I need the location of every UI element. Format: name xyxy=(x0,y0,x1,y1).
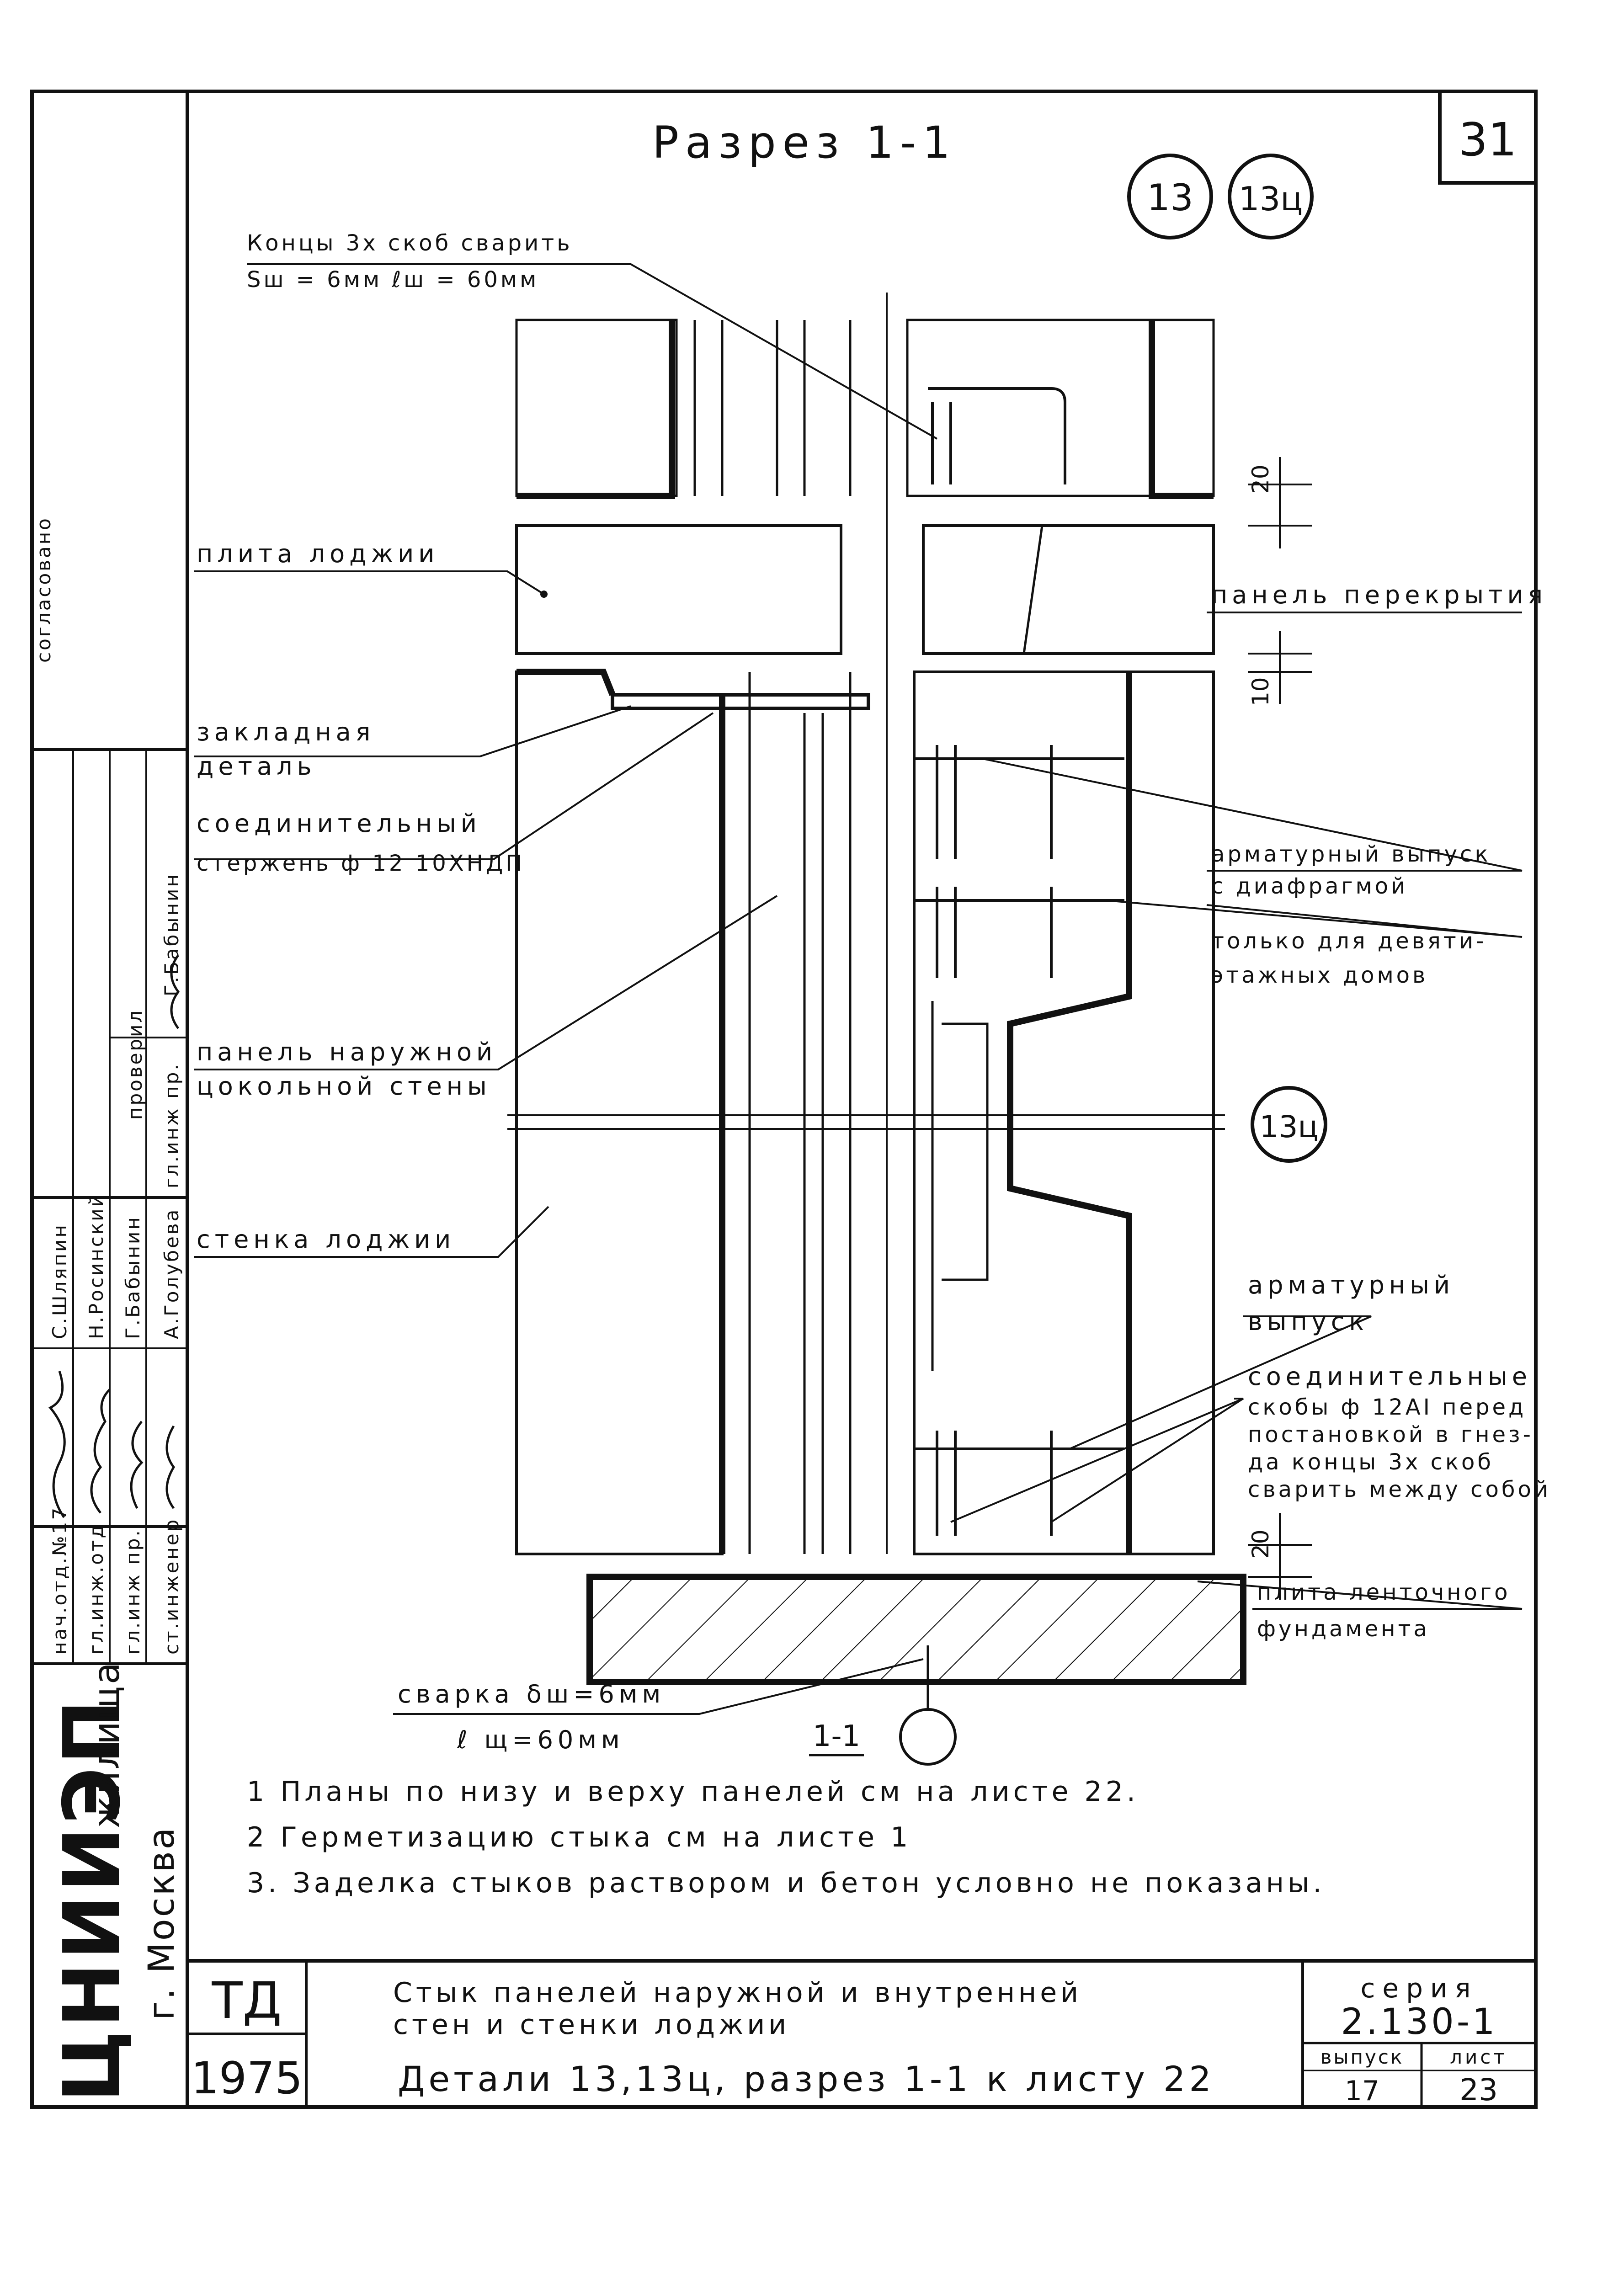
svg-text:1-1: 1-1 xyxy=(813,1719,861,1753)
callout-loggia-wall: стенка лоджии xyxy=(197,1225,455,1254)
signatures xyxy=(48,954,180,1518)
stamp-role-2: гл.инж.отд xyxy=(85,1523,107,1655)
loggia-slab xyxy=(515,524,842,655)
callout-connecting-brackets-1: соединительные xyxy=(1248,1362,1532,1391)
callout-rebar-outlet-1: арматурный выпуск xyxy=(1211,841,1491,867)
svg-text:13: 13 xyxy=(1147,176,1193,219)
td-code: ТД xyxy=(211,1971,282,2030)
org-name: ЦНИИЭП xyxy=(47,1697,138,2102)
callout-welding-2: ℓ щ=60мм xyxy=(457,1725,624,1754)
inner-wall-panel xyxy=(913,671,1215,1555)
embedded-part xyxy=(611,693,870,710)
note-3: 3. Заделка стыков раствором и бетон усло… xyxy=(247,1867,1325,1899)
callout-outer-panel-1: панель наружной xyxy=(197,1038,497,1066)
issue-label: выпуск xyxy=(1320,2046,1404,2068)
dimension-marks xyxy=(1248,457,1312,1600)
year: 1975 xyxy=(191,2053,303,2104)
rebar-brackets xyxy=(914,387,1124,1536)
callout-connecting-brackets-5: сварить между собой xyxy=(1248,1477,1551,1502)
stamp-name-2: Н.Росинский xyxy=(85,1192,107,1339)
strip-foundation xyxy=(586,1574,1246,1685)
callout-connecting-brackets-4: да концы 3х скоб xyxy=(1248,1449,1494,1475)
connecting-rod xyxy=(748,672,852,1554)
leader-lines xyxy=(194,263,1523,1715)
stamp-name-1: С.Шляпин xyxy=(48,1223,71,1339)
floor-panel xyxy=(922,524,1215,655)
series-label: серия xyxy=(1361,1973,1478,2004)
callout-welding-1: сварка δш=6мм xyxy=(398,1680,665,1708)
callout-rebar-outlet-2: с диафрагмой xyxy=(1211,873,1408,899)
dim-bottom: 20 xyxy=(1247,1529,1274,1559)
callout-connecting-rod-2: стержень ф 12 10ХНДП xyxy=(197,851,525,876)
stamp-name-4: А.Голубева xyxy=(160,1208,183,1339)
callout-connecting-rod-1: соединительный xyxy=(197,809,481,838)
svg-text:13ц: 13ц xyxy=(1239,180,1303,218)
callout-loggia-slab: плита лоджии xyxy=(197,539,439,568)
note-1: 1 Планы по низу и верху панелей см на ли… xyxy=(247,1776,1139,1808)
detail-marker-13c: 13ц xyxy=(1228,154,1314,239)
checker-role: гл.инж пр. xyxy=(160,1062,183,1188)
outer-basement-wall xyxy=(515,671,724,1555)
issue-value: 17 xyxy=(1345,2075,1379,2107)
callout-embedded-part-2: деталь xyxy=(197,752,316,781)
callout-strip-foundation-1: плита ленточного xyxy=(1257,1580,1511,1605)
detail-marker-13c-side: 13ц xyxy=(1251,1086,1327,1163)
org-city: г. Москва xyxy=(141,1826,182,2020)
sheet-value: 23 xyxy=(1459,2072,1498,2107)
upper-left-panel xyxy=(515,319,678,497)
callout-weld-brackets-1: Концы 3х скоб сварить xyxy=(247,230,572,256)
upper-joint-lines xyxy=(693,293,909,1554)
callout-floor-panel: панель перекрытия xyxy=(1211,580,1547,609)
callout-rebar-outlet-3: только для девяти- xyxy=(1211,928,1486,954)
stamp-name-3: Г.Бабынин xyxy=(122,1215,144,1339)
svg-text:13ц: 13ц xyxy=(1260,1109,1319,1144)
callout-embedded-part-1: закладная xyxy=(197,718,375,746)
callout-rebar-outlet-4: этажных домов xyxy=(1211,963,1428,988)
corner-number: 31 xyxy=(1459,113,1517,166)
corner-box xyxy=(1438,90,1538,185)
callout-connecting-brackets-3: постановкой в гнез- xyxy=(1248,1422,1533,1447)
callout-rebar-outlet2-1: арматурный xyxy=(1248,1271,1454,1299)
sheet-label: лист xyxy=(1450,2046,1507,2068)
callout-weld-brackets-2: Sш = 6мм ℓш = 60мм xyxy=(247,267,539,293)
section-title: Разрез 1-1 xyxy=(652,117,957,168)
title-line-1: Стык панелей наружной и внутренней xyxy=(393,1977,1082,2009)
detail-marker-13: 13 xyxy=(1127,154,1213,239)
title-line-2: стен и стенки лоджии xyxy=(393,2009,790,2041)
org-suffix: жилища xyxy=(86,1660,128,1828)
stamp-role-3: гл.инж пр. xyxy=(122,1528,144,1655)
callout-strip-foundation-2: фундамента xyxy=(1257,1616,1430,1642)
note-2: 2 Герметизацию стыка см на листе 1 xyxy=(247,1821,911,1853)
upper-right-panel xyxy=(906,319,1215,497)
stamp-role-4: ст.инженер xyxy=(160,1518,183,1655)
callout-outer-panel-2: цокольной стены xyxy=(197,1072,491,1101)
sheet-frame xyxy=(30,90,1538,2109)
dim-top: 20 xyxy=(1247,464,1274,494)
callout-rebar-outlet2-2: выпуск xyxy=(1248,1307,1368,1336)
approved-label: согласовано xyxy=(32,516,55,663)
callout-connecting-brackets-2: скобы ф 12АI перед xyxy=(1248,1394,1526,1420)
checked-label: проверил xyxy=(124,1009,146,1120)
section-mark: 1-1 xyxy=(809,1645,957,1766)
stamp-role-1: нач.отд.№17 xyxy=(48,1506,71,1655)
dim-slab: 10 xyxy=(1247,677,1274,706)
title-line-3: Детали 13,13ц, разрез 1-1 к листу 22 xyxy=(398,2059,1215,2099)
series-value: 2.130-1 xyxy=(1341,2001,1497,2043)
